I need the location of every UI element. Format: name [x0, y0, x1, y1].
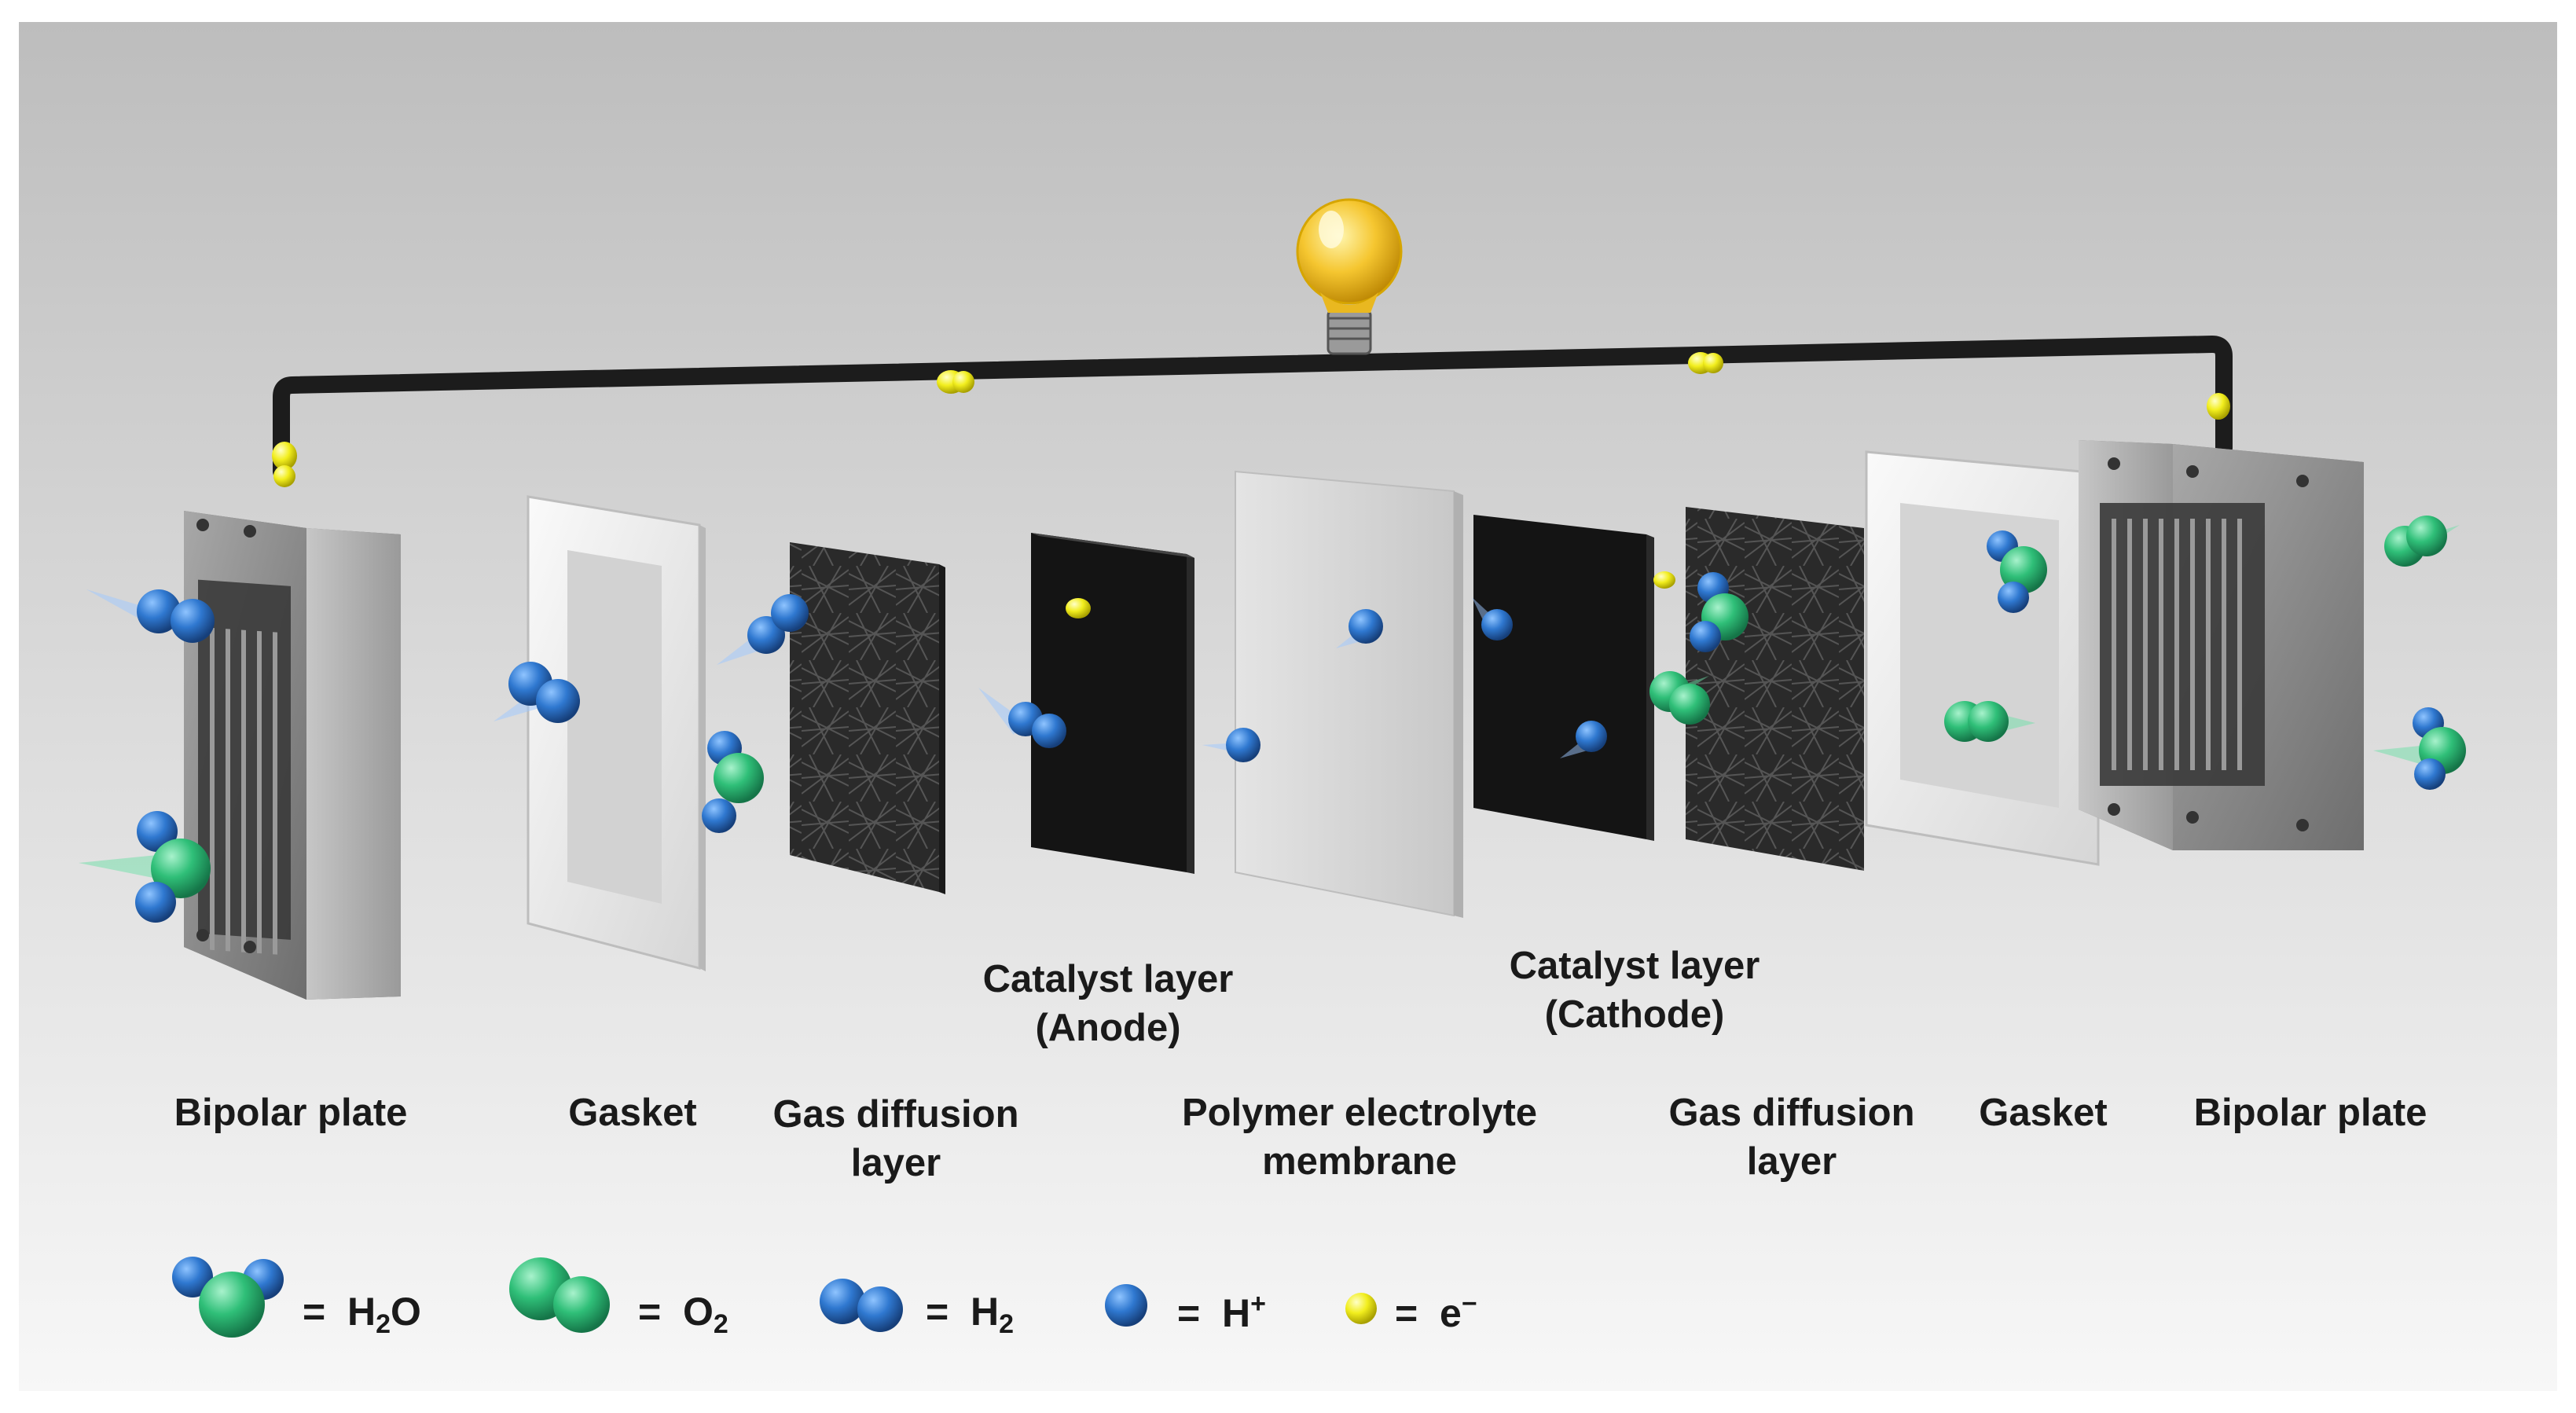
oxygen-molecule-icon	[1944, 701, 2035, 742]
label-catalyst-layer-cathode: Catalyst layer(Cathode)	[1509, 945, 1760, 1036]
catalyst-layer-anode	[1031, 533, 1194, 874]
legend-proton-glyph	[1105, 1284, 1147, 1327]
hydrogen-molecule-icon	[86, 589, 215, 643]
gasket-right	[1865, 450, 2100, 866]
water-molecule-icon	[1987, 530, 2047, 613]
label-gasket-right: Gasket	[1979, 1092, 2108, 1134]
legend-water-label: = H2O	[303, 1290, 421, 1339]
proton-icon	[1472, 597, 1513, 640]
legend-proton-label: = H+	[1177, 1289, 1266, 1335]
legend-oxygen-glyph	[509, 1257, 610, 1333]
proton-icon	[1336, 609, 1383, 648]
label-gasket-left: Gasket	[568, 1092, 697, 1134]
circuit-wire	[273, 335, 2233, 480]
gas-diffusion-layer-left	[790, 542, 945, 894]
electron-icon	[937, 370, 974, 394]
water-molecule-icon	[1690, 572, 1749, 652]
electron-icon	[2207, 393, 2230, 420]
catalyst-layer-cathode	[1473, 515, 1654, 841]
gasket-left	[527, 495, 706, 971]
water-molecule-icon	[2373, 707, 2466, 790]
legend-electron-glyph	[1345, 1293, 1377, 1324]
gas-diffusion-layer-right	[1686, 507, 1864, 871]
legend-hydrogen-label: = H2	[926, 1290, 1015, 1339]
electron-icon	[272, 442, 297, 487]
electron-icon	[1688, 352, 1723, 374]
hydrogen-molecule-icon	[978, 688, 1066, 748]
bipolar-plate-right	[2079, 440, 2364, 850]
proton-icon	[1202, 728, 1260, 762]
label-bipolar-plate-left: Bipolar plate	[174, 1092, 408, 1134]
light-bulb-icon	[1296, 198, 1403, 355]
bipolar-plate-left	[184, 511, 401, 1000]
oxygen-molecule-icon	[2384, 516, 2460, 567]
electron-icon	[1066, 598, 1091, 618]
electron-icon	[1653, 571, 1675, 589]
legend-hydrogen-glyph	[820, 1279, 903, 1332]
legend-oxygen-label: = O2	[638, 1290, 728, 1339]
label-catalyst-layer-anode: Catalyst layer(Anode)	[982, 958, 1234, 1049]
proton-icon	[1560, 721, 1607, 758]
oxygen-molecule-icon	[1649, 671, 1710, 725]
water-molecule-icon	[79, 811, 211, 923]
water-molecule-icon	[702, 731, 764, 833]
legend-electron-label: = e−	[1395, 1289, 1477, 1335]
legend-water-glyph	[172, 1257, 284, 1338]
hydrogen-molecule-icon	[717, 594, 809, 665]
label-bipolar-plate-right: Bipolar plate	[2193, 1092, 2427, 1134]
polymer-electrolyte-membrane	[1235, 470, 1463, 918]
hydrogen-molecule-icon	[494, 662, 580, 723]
